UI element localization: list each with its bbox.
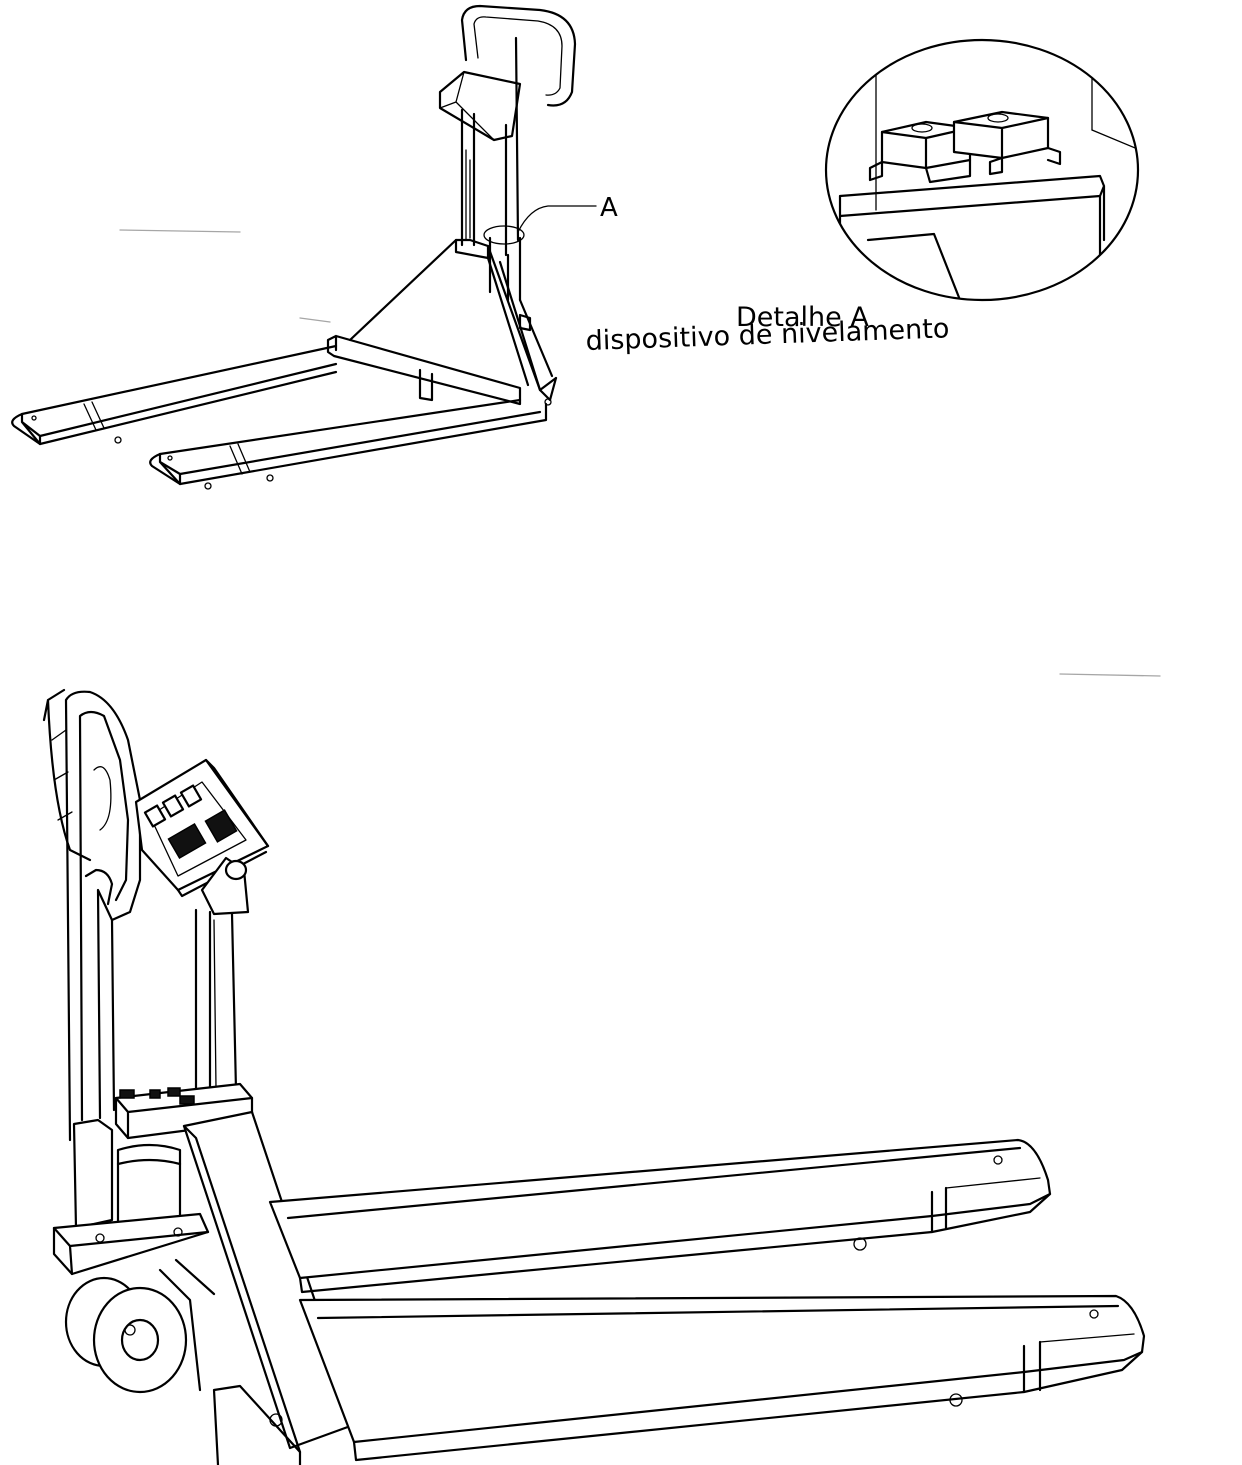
triangle-frame [348,238,558,392]
handle-loop [460,4,577,107]
indicator-head [438,70,522,142]
lower-fork [298,1294,1146,1444]
detail-circle [824,38,1140,302]
cross-beam [326,334,522,406]
pallet-jack-main-view [42,688,1146,1465]
center-plate [182,1110,358,1450]
detail-a-view: Detalhe A dispositivo de nivelamento [585,38,1140,357]
handle [64,690,142,1142]
callout-leader [517,205,597,233]
indicator-keypad-right [204,809,238,843]
indicator-keypad-left [167,822,207,860]
scan-speckles [119,229,1161,677]
pallet-jack-top-view: A [11,4,618,490]
callout-label-a: A [600,193,618,223]
base-plate [52,1212,210,1276]
steering-wheel-front [92,1286,188,1394]
left-fork [11,344,338,446]
mast [194,908,238,1102]
detail-title: Detalhe A [736,302,869,333]
detail-subtitle: dispositivo de nivelamento [585,313,950,357]
right-fork [149,398,548,486]
upper-fork [268,1138,1052,1280]
mast [460,36,520,257]
